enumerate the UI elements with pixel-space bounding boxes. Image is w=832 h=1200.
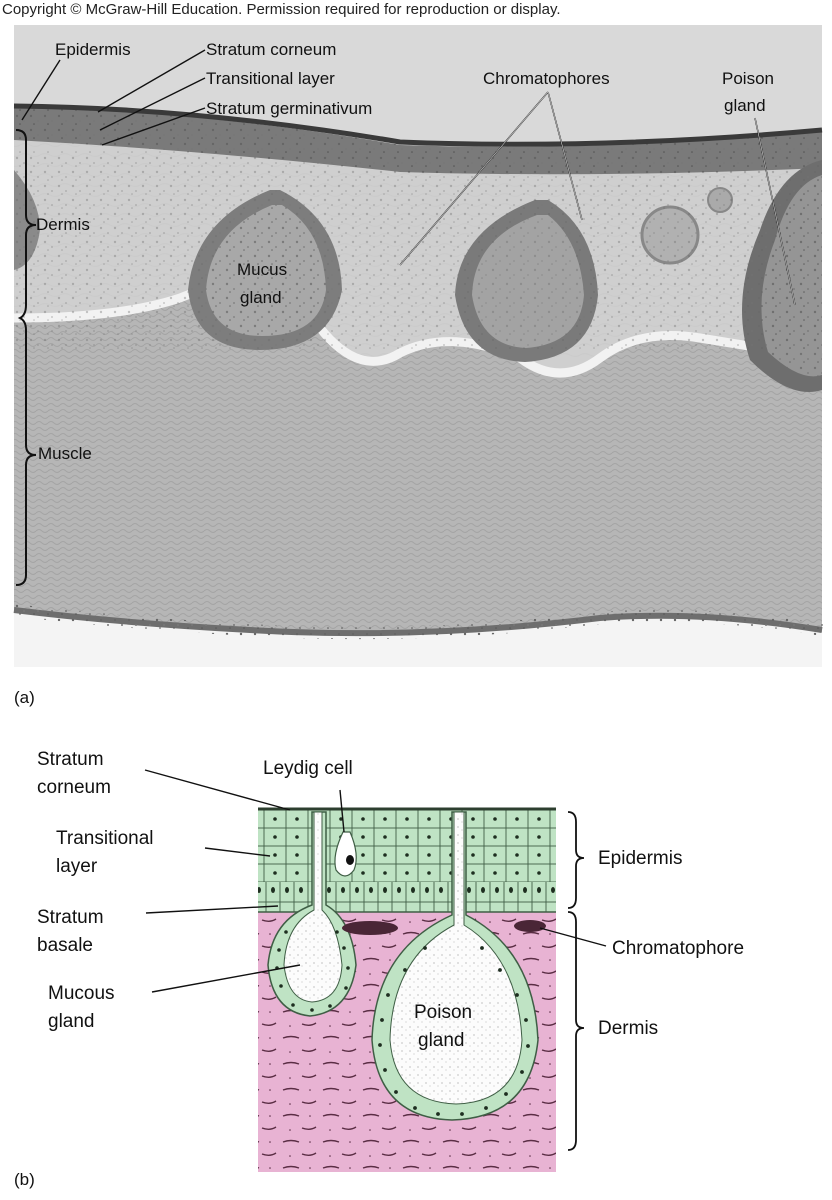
epidermis-block-b	[258, 810, 556, 882]
stratum-basale-b	[258, 882, 556, 912]
label-epidermis-a: Epidermis	[55, 40, 131, 59]
poison-gland-b	[371, 811, 539, 1121]
label-epidermis-b: Epidermis	[598, 848, 682, 869]
label-mucous-gland-b-line2: gland	[48, 1011, 95, 1032]
label-stratum-corneum-b-line2: corneum	[37, 777, 111, 798]
label-stratum-germinativum-a: Stratum germinativum	[206, 99, 372, 118]
chromatophore-1-b	[342, 921, 398, 935]
micrograph-panel-a: Epidermis Stratum corneum Transitional l…	[13, 25, 823, 667]
label-leydig-cell-b: Leydig cell	[263, 758, 353, 779]
label-stratum-basale-b-line2: basale	[37, 935, 93, 956]
label-chromatophores-a: Chromatophores	[483, 69, 610, 88]
label-chromatophore-b: Chromatophore	[612, 938, 744, 959]
label-transitional-b-line2: layer	[56, 856, 98, 877]
label-mucus-gland-a-line1: Mucus	[237, 260, 287, 279]
label-stratum-basale-b-line1: Stratum	[37, 907, 104, 928]
leydig-cell-b	[334, 831, 357, 877]
chromatophore-2-b	[514, 920, 546, 932]
epidermis-brace-b	[567, 811, 585, 909]
copyright-notice: Copyright © McGraw-Hill Education. Permi…	[2, 1, 561, 18]
label-mucous-gland-b-line1: Mucous	[48, 983, 115, 1004]
label-poison-gland-a-line1: Poison	[722, 69, 774, 88]
label-stratum-corneum-b-line1: Stratum	[37, 749, 104, 770]
dermis-muscle-brace	[15, 129, 37, 586]
label-transitional-b-line1: Transitional	[56, 828, 154, 849]
label-stratum-corneum-a: Stratum corneum	[206, 40, 336, 59]
label-poison-gland-a-line2: gland	[724, 96, 766, 115]
label-dermis-b: Dermis	[598, 1018, 658, 1039]
panel-b-letter: (b)	[14, 1170, 35, 1189]
leader-lines-b	[144, 769, 607, 993]
dermis-brace-b	[567, 911, 585, 1151]
label-poison-gland-b-line2: gland	[418, 1030, 465, 1051]
label-transitional-layer-a: Transitional layer	[206, 69, 335, 88]
label-dermis-a: Dermis	[36, 215, 90, 234]
label-poison-gland-b-line1: Poison	[414, 1002, 472, 1023]
label-mucus-gland-a-line2: gland	[240, 288, 282, 307]
diagram-panel-b: Stratum corneum Leydig cell Transitional…	[37, 749, 744, 1172]
panel-a-letter: (a)	[14, 688, 35, 707]
label-muscle-a: Muscle	[38, 444, 92, 463]
